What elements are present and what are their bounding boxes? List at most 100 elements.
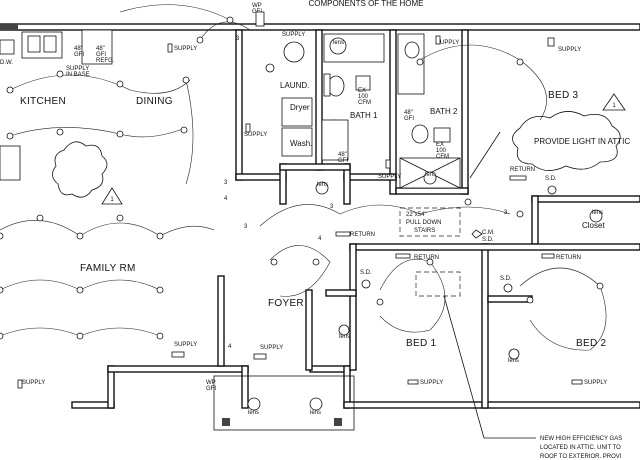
ceiling-light-0 (6, 86, 14, 94)
smoke-detector-bed3 (547, 185, 557, 195)
ceiling-light-12 (156, 232, 164, 240)
page-title: COMPONENTS OF THE HOME (309, 0, 424, 8)
ceiling-light-30 (226, 16, 234, 24)
svg-text:GFI: GFI (74, 52, 84, 58)
bed1-area: S.D. lens SUPPLY (338, 270, 461, 386)
svg-text:SUPPLY: SUPPLY (558, 47, 581, 53)
svg-text:1: 1 (110, 197, 114, 203)
svg-text:RETURN: RETURN (510, 167, 535, 173)
svg-text:STAIRS: STAIRS (414, 228, 435, 234)
svg-text:S.D.: S.D. (482, 237, 494, 243)
toilet-2 (411, 124, 429, 144)
svg-text:3: 3 (224, 180, 228, 186)
top-exterior-wall (0, 23, 640, 31)
svg-text:4: 4 (224, 196, 228, 202)
ceiling-light-8 (0, 232, 4, 240)
porch-area: lens lens (213, 375, 355, 431)
ceiling-light-22 (426, 258, 434, 266)
room-label-bath1: BATH 1 (350, 111, 378, 120)
svg-text:GFI: GFI (96, 52, 106, 58)
furnace-outline (415, 271, 461, 297)
svg-text:SUPPLY: SUPPLY (174, 46, 197, 52)
svg-text:Dryer: Dryer (290, 103, 310, 112)
svg-text:CFM: CFM (358, 100, 371, 106)
cloud-mark-attic (512, 111, 621, 171)
svg-text:GFI: GFI (206, 386, 216, 392)
room-label-bed1: BED 1 (406, 338, 437, 349)
svg-text:48": 48" (338, 152, 347, 158)
dryer (281, 97, 313, 127)
svg-text:WP: WP (206, 380, 216, 386)
ceiling-light-21 (376, 298, 384, 306)
ceiling-light-26 (516, 210, 524, 218)
porch-wall-left (241, 365, 249, 409)
svg-text:3: 3 (330, 204, 334, 210)
svg-text:RETURN: RETURN (556, 255, 581, 261)
svg-text:REFG.: REFG. (96, 58, 115, 64)
svg-text:lens: lens (339, 334, 350, 340)
svg-text:48": 48" (74, 46, 83, 52)
svg-text:4: 4 (228, 344, 232, 350)
ceiling-light-27 (416, 58, 424, 66)
exhaust-fan-2 (433, 127, 451, 143)
ceiling-light-24 (596, 282, 604, 290)
svg-text:S.D.: S.D. (545, 176, 557, 182)
ceiling-light-28 (516, 58, 524, 66)
svg-text:lens: lens (333, 40, 344, 46)
ceiling-light-7 (180, 126, 188, 134)
svg-text:CFM: CFM (436, 154, 449, 160)
ceiling-light-29 (196, 36, 204, 44)
kitchen-counter (0, 145, 21, 181)
svg-text:SUPPLY: SUPPLY (420, 380, 443, 386)
ceiling-light-2 (116, 80, 124, 88)
closet-light (589, 209, 603, 223)
svg-text:3: 3 (504, 210, 508, 216)
hall-area: 22"x54" PULL DOWN STAIRS C.M. S.D. RETUR… (315, 131, 581, 261)
ceiling-light-20 (312, 258, 320, 266)
svg-text:SUPPLY: SUPPLY (378, 174, 401, 180)
svg-text:lens: lens (425, 172, 436, 178)
svg-text:1: 1 (612, 103, 616, 109)
ceiling-light-25 (464, 198, 472, 206)
ceiling-light-23 (526, 296, 534, 304)
room-label-closet: Closet (582, 221, 605, 230)
porch-slab (213, 375, 355, 431)
dishwasher-label: D.W. (0, 60, 13, 66)
refrigerator (81, 29, 113, 65)
svg-text:Wash.: Wash. (290, 139, 312, 148)
svg-text:SUPPLY: SUPPLY (174, 342, 197, 348)
ceiling-light-9 (36, 214, 44, 222)
bottom-wall-right (343, 401, 640, 409)
ceiling-light-10 (76, 232, 84, 240)
bed2-area: S.D. lens SUPPLY (500, 276, 607, 386)
cm-sd-device (471, 229, 483, 239)
pull-down-stairs (399, 207, 461, 237)
svg-text:4: 4 (318, 236, 322, 242)
ceiling-light-16 (0, 332, 4, 340)
svg-text:EX: EX (436, 142, 444, 148)
svg-text:SUPPLY: SUPPLY (584, 380, 607, 386)
room-label-family: FAMILY RM (80, 263, 136, 274)
ceiling-light-layout (0, 4, 607, 351)
svg-text:PULL DOWN: PULL DOWN (406, 220, 441, 226)
svg-text:3: 3 (244, 224, 248, 230)
svg-text:EX: EX (358, 88, 366, 94)
svg-text:RETURN: RETURN (350, 232, 375, 238)
washer (281, 127, 313, 157)
ceiling-light-5 (56, 128, 64, 136)
svg-text:WP: WP (252, 3, 262, 9)
svg-text:LOCATED IN ATTIC. UNIT TO: LOCATED IN ATTIC. UNIT TO (540, 445, 621, 451)
ceiling-light-4 (6, 132, 14, 140)
laundry-wall-left (235, 29, 243, 181)
svg-text:GFI: GFI (404, 116, 414, 122)
walls (0, 23, 640, 409)
ceiling-light-11 (116, 214, 124, 222)
ceiling-light-14 (76, 286, 84, 294)
revision-triangle (101, 187, 123, 205)
svg-text:S.D.: S.D. (500, 276, 512, 282)
laundry-light (283, 41, 305, 63)
exhaust-fan-1 (355, 75, 371, 91)
ceiling-light-15 (156, 286, 164, 294)
cloud-mark-kitchen (52, 141, 108, 198)
